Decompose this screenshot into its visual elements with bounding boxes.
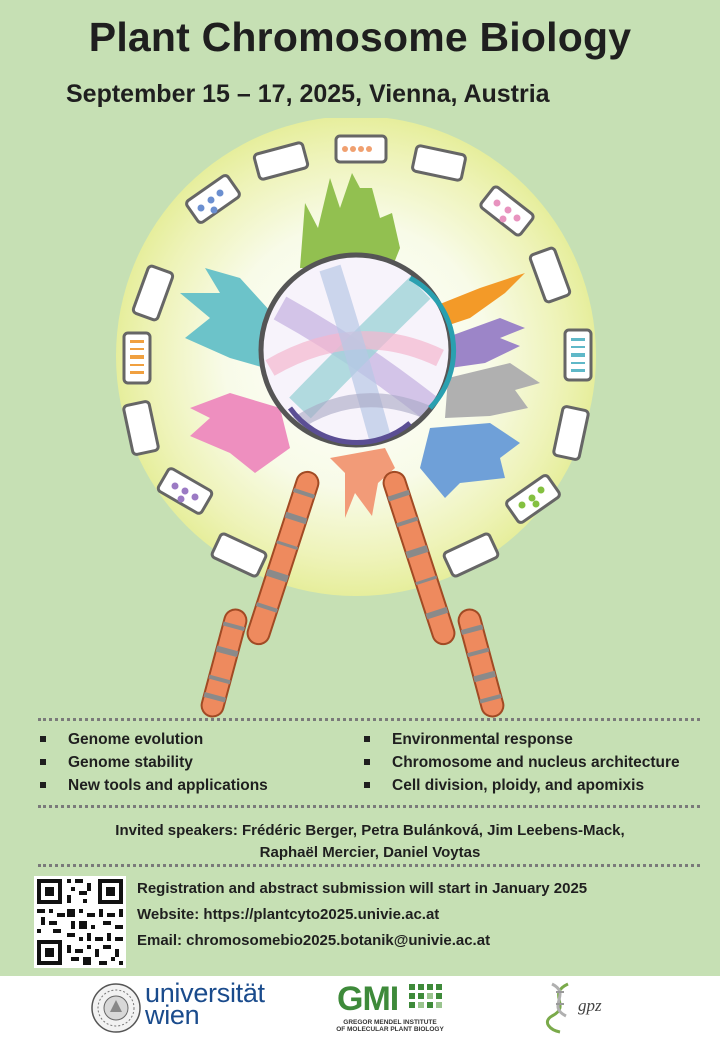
bullet-icon: [364, 782, 370, 788]
gpz-logo: gpz: [578, 996, 602, 1015]
chromosome-handle-right: [382, 470, 505, 718]
qr-code-icon[interactable]: [34, 876, 126, 968]
spike-orange: [430, 273, 525, 328]
spike-pink: [190, 393, 290, 473]
bullet-icon: [364, 759, 370, 765]
gmi-grid-icon: [409, 984, 442, 1008]
registration-note: Registration and abstract submission wil…: [137, 880, 588, 897]
topic-label: Environmental response: [392, 731, 573, 748]
spike-grey: [445, 363, 540, 418]
topic-label: Chromosome and nucleus architecture: [392, 754, 680, 771]
topic-item: Chromosome and nucleus architecture: [362, 751, 680, 774]
chromosome-circos-illustration: [116, 118, 596, 718]
topic-label: Genome stability: [68, 754, 193, 771]
topic-item: Genome evolution: [38, 728, 268, 751]
university-wien-logo: universität wien: [145, 978, 265, 1030]
uni-line-2: wien: [145, 1000, 200, 1030]
gmi-line-2: OF MOLECULAR PLANT BIOLOGY: [336, 1026, 444, 1033]
chromosome-handle-left: [200, 470, 320, 718]
gmi-logo: GMI: [337, 980, 399, 1018]
topics-left-list: Genome evolution Genome stability New to…: [38, 728, 268, 797]
topic-item: Environmental response: [362, 728, 680, 751]
topic-item: New tools and applications: [38, 774, 268, 797]
university-seal-icon: [91, 983, 141, 1033]
bullet-icon: [40, 782, 46, 788]
email-link[interactable]: Email: chromosomebio2025.botanik@univie.…: [137, 932, 491, 949]
topic-label: New tools and applications: [68, 777, 268, 794]
uni-line-1: universität: [145, 978, 265, 1008]
invited-speakers: Invited speakers: Frédéric Berger, Petra…: [60, 820, 680, 864]
topic-label: Cell division, ploidy, and apomixis: [392, 777, 645, 794]
speakers-line-1: Invited speakers: Frédéric Berger, Petra…: [115, 822, 625, 839]
logo-footer: universität wien GMI GREGOR MENDEL INSTI…: [0, 976, 720, 1040]
topic-label: Genome evolution: [68, 731, 204, 748]
gmi-line-1: GREGOR MENDEL INSTITUTE: [343, 1019, 437, 1026]
divider-top: [38, 718, 700, 721]
spike-blue: [420, 423, 520, 498]
spike-salmon: [330, 448, 395, 518]
slide-dots: [130, 146, 585, 509]
bullet-icon: [40, 759, 46, 765]
divider-bottom: [38, 864, 700, 867]
bullet-icon: [40, 736, 46, 742]
slide-ring: [122, 134, 593, 578]
gmi-subtitle: GREGOR MENDEL INSTITUTE OF MOLECULAR PLA…: [334, 1019, 446, 1033]
magnifier-lens: [258, 252, 457, 448]
event-date-location: September 15 – 17, 2025, Vienna, Austria: [66, 80, 550, 108]
bullet-icon: [364, 736, 370, 742]
divider-middle: [38, 805, 700, 808]
spike-green: [300, 173, 400, 268]
gpz-dna-icon: [546, 982, 569, 1034]
website-link[interactable]: Website: https://plantcyto2025.univie.ac…: [137, 906, 440, 923]
topics-right-list: Environmental response Chromosome and nu…: [362, 728, 680, 797]
spike-purple: [445, 318, 525, 368]
topic-item: Genome stability: [38, 751, 268, 774]
poster-title: Plant Chromosome Biology: [88, 14, 632, 60]
speakers-line-2: Raphaël Mercier, Daniel Voytas: [259, 844, 481, 861]
topic-item: Cell division, ploidy, and apomixis: [362, 774, 680, 797]
